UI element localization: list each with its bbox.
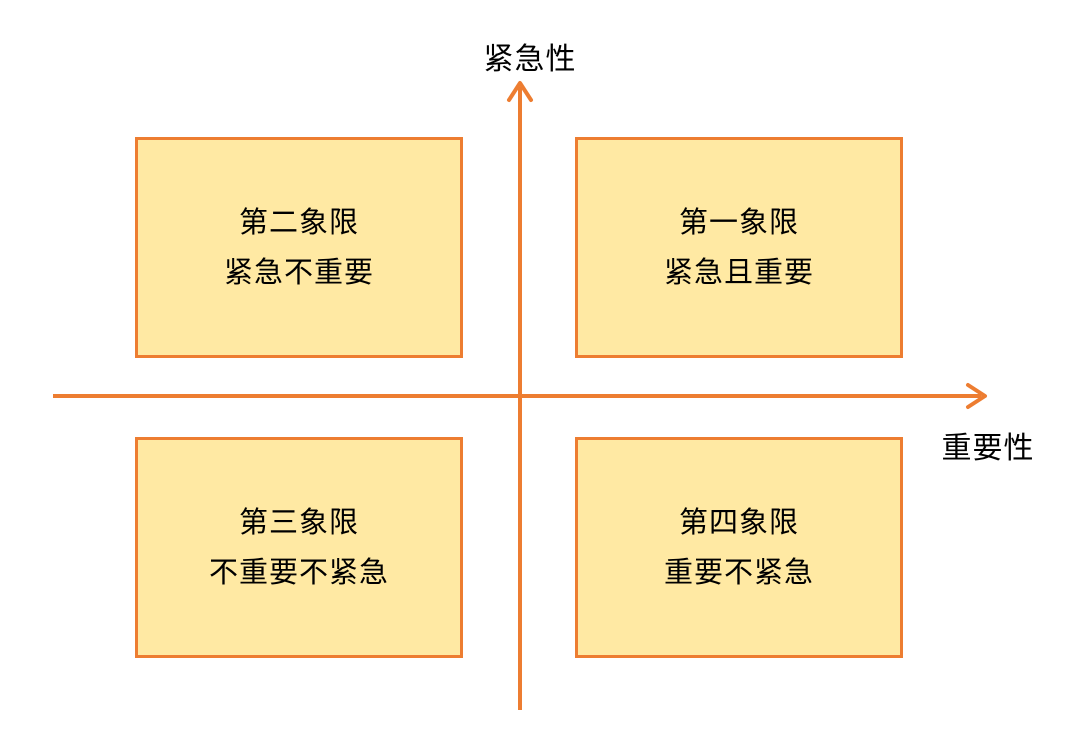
x-axis-arrowhead-icon [966, 383, 987, 409]
quadrant-subtitle: 不重要不紧急 [208, 555, 389, 589]
quadrant-box-first: 第一象限 紧急且重要 [575, 137, 903, 358]
quadrant-title: 第二象限 [238, 205, 359, 239]
quadrant-box-third: 第三象限 不重要不紧急 [135, 437, 463, 658]
quadrant-title: 第一象限 [678, 205, 799, 239]
y-axis-arrowhead-icon [507, 81, 533, 102]
quadrant-subtitle: 重要不紧急 [663, 555, 814, 589]
quadrant-box-second: 第二象限 紧急不重要 [135, 137, 463, 358]
x-axis-label: 重要性 [941, 431, 1035, 466]
quadrant-box-fourth: 第四象限 重要不紧急 [575, 437, 903, 658]
y-axis-label: 紧急性 [483, 42, 577, 77]
quadrant-title: 第四象限 [678, 505, 799, 539]
quadrant-title: 第三象限 [238, 505, 359, 539]
quadrant-subtitle: 紧急且重要 [663, 255, 814, 289]
quadrant-subtitle: 紧急不重要 [223, 255, 374, 289]
